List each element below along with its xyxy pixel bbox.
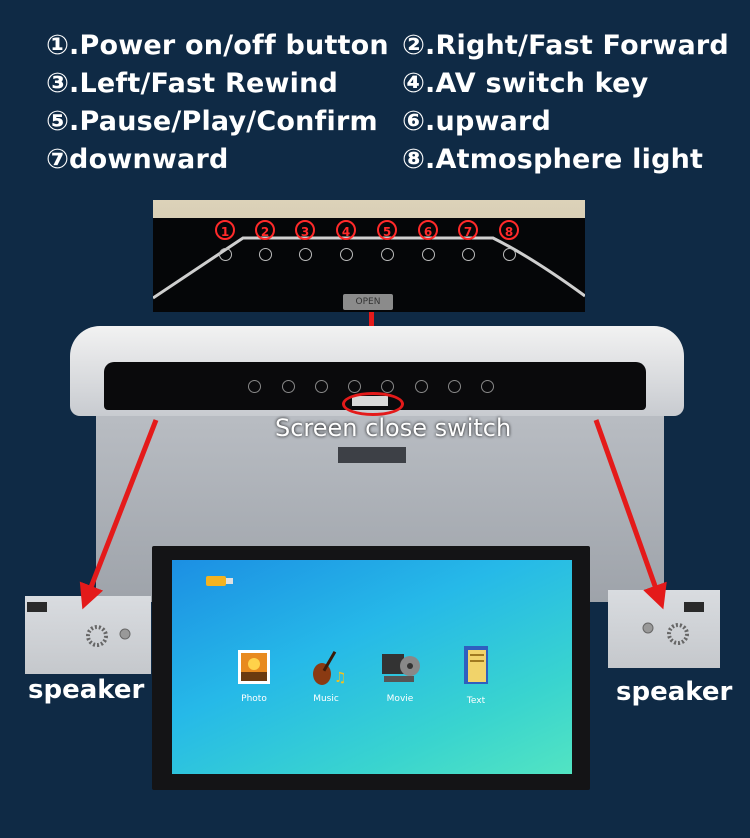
av-switch-button[interactable] [340, 248, 353, 261]
rating-label [338, 447, 406, 463]
open-button[interactable]: OPEN [343, 294, 393, 310]
play-pause-button[interactable] [381, 248, 394, 261]
up-button[interactable] [422, 248, 435, 261]
legend-item-4: ④.AV switch key [402, 68, 649, 99]
menu-movie-label: Movie [386, 694, 414, 704]
menu-photo[interactable]: Photo [224, 648, 284, 704]
marker-5: 5 [377, 220, 397, 240]
marker-7: 7 [458, 220, 478, 240]
legend-item-7: ⑦downward [46, 144, 229, 175]
display-screen: Photo ♫ Music Movie Text [172, 560, 572, 774]
bar-button-6[interactable] [415, 380, 428, 393]
legend-item-1: ①.Power on/off button [46, 30, 389, 61]
speaker-grille-icon [27, 602, 131, 647]
svg-text:♫: ♫ [334, 670, 347, 686]
right-speaker-label: speaker [616, 677, 733, 707]
power-button[interactable] [219, 248, 232, 261]
movie-icon [382, 654, 420, 682]
right-speaker-closeup [608, 590, 720, 668]
atmosphere-light-button[interactable] [503, 248, 516, 261]
legend-item-6: ⑥.upward [402, 106, 552, 137]
bar-button-3[interactable] [315, 380, 328, 393]
button-strip-closeup: OPEN 1 2 3 4 5 6 7 8 [153, 200, 585, 312]
switch-highlight-ring [342, 392, 404, 416]
speaker-grille-icon [642, 602, 704, 645]
right-forward-button[interactable] [259, 248, 272, 261]
bar-button-1[interactable] [248, 380, 261, 393]
bar-button-2[interactable] [282, 380, 295, 393]
left-speaker-label: speaker [28, 675, 145, 705]
menu-music-label: Music [313, 694, 339, 704]
text-icon [464, 646, 488, 684]
bar-button-7[interactable] [448, 380, 461, 393]
legend-item-8: ⑧.Atmosphere light [402, 144, 704, 175]
bar-button-4[interactable] [348, 380, 361, 393]
strip-trim-lines [153, 236, 585, 300]
bar-button-8[interactable] [481, 380, 494, 393]
legend-item-3: ③.Left/Fast Rewind [46, 68, 339, 99]
menu-movie[interactable]: Movie [370, 648, 430, 704]
left-speaker-closeup [25, 596, 151, 674]
switch-caption: Screen close switch [275, 414, 512, 442]
menu-text[interactable]: Text [446, 644, 506, 706]
music-icon: ♫ [313, 650, 347, 686]
left-rewind-button[interactable] [299, 248, 312, 261]
menu-text-label: Text [466, 696, 486, 706]
marker-3: 3 [295, 220, 315, 240]
marker-2: 2 [255, 220, 275, 240]
marker-8: 8 [499, 220, 519, 240]
usb-icon [206, 576, 233, 586]
legend-item-2: ②.Right/Fast Forward [402, 30, 729, 61]
marker-1: 1 [215, 220, 235, 240]
legend-item-5: ⑤.Pause/Play/Confirm [46, 106, 378, 137]
marker-6: 6 [418, 220, 438, 240]
menu-music[interactable]: ♫ Music [296, 648, 356, 704]
photo-icon [238, 650, 270, 684]
menu-photo-label: Photo [241, 694, 267, 704]
marker-4: 4 [336, 220, 356, 240]
down-button[interactable] [462, 248, 475, 261]
bar-button-5[interactable] [381, 380, 394, 393]
